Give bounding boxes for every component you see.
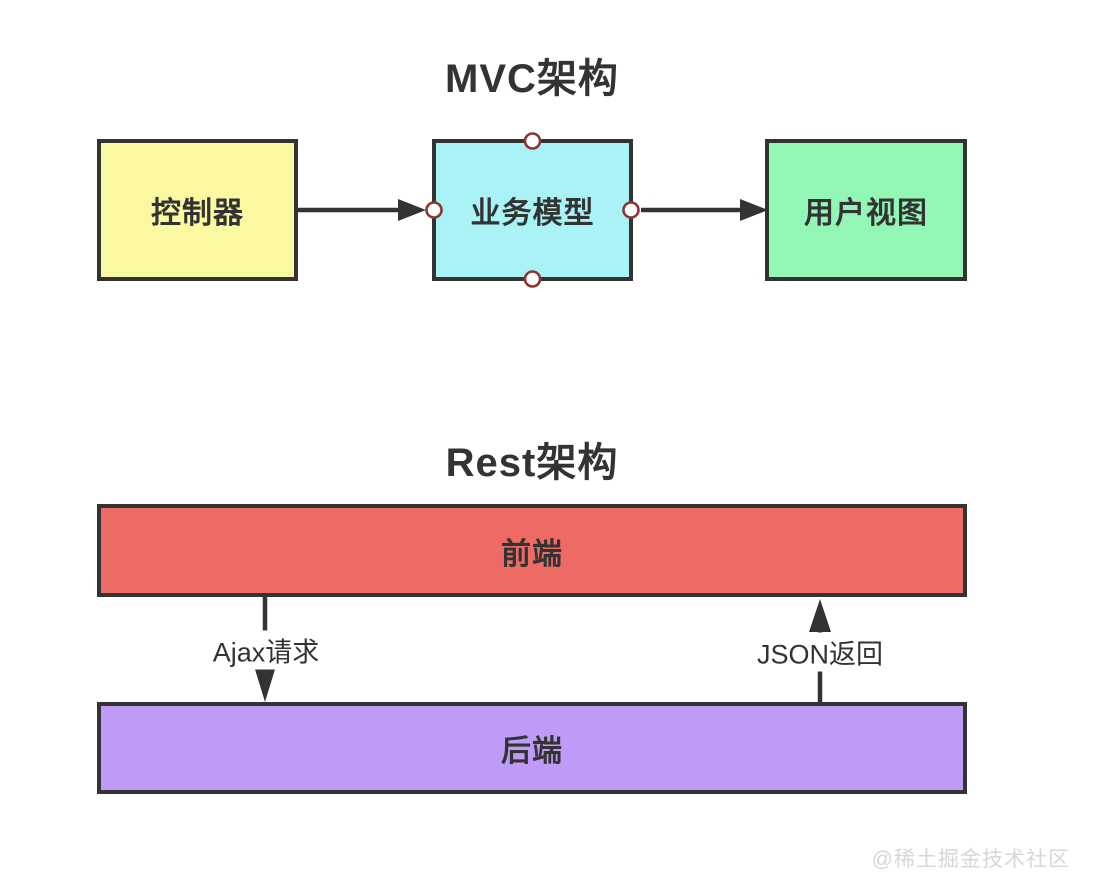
node-model-label: 业务模型: [470, 197, 595, 230]
arrow-model-to-view-icon: [641, 199, 768, 221]
node-view: 用户视图: [765, 139, 967, 281]
mvc-diagram-title: MVC架构: [445, 57, 619, 101]
edge-label-ajax-request: Ajax请求: [208, 630, 324, 670]
watermark: @稀土掘金技术社区: [871, 848, 1070, 871]
node-backend: 后端: [97, 702, 967, 794]
edge-label-json-return: JSON返回: [752, 632, 888, 672]
node-model: 业务模型: [432, 139, 633, 281]
node-controller-label: 控制器: [151, 197, 244, 230]
node-backend-label: 后端: [501, 735, 563, 768]
arrow-controller-to-model-icon: [298, 199, 426, 221]
node-frontend-label: 前端: [501, 537, 563, 571]
node-view-label: 用户视图: [804, 197, 928, 230]
node-frontend: 前端: [97, 504, 967, 597]
node-controller: 控制器: [97, 139, 298, 281]
rest-diagram-title: Rest架构: [445, 441, 619, 485]
